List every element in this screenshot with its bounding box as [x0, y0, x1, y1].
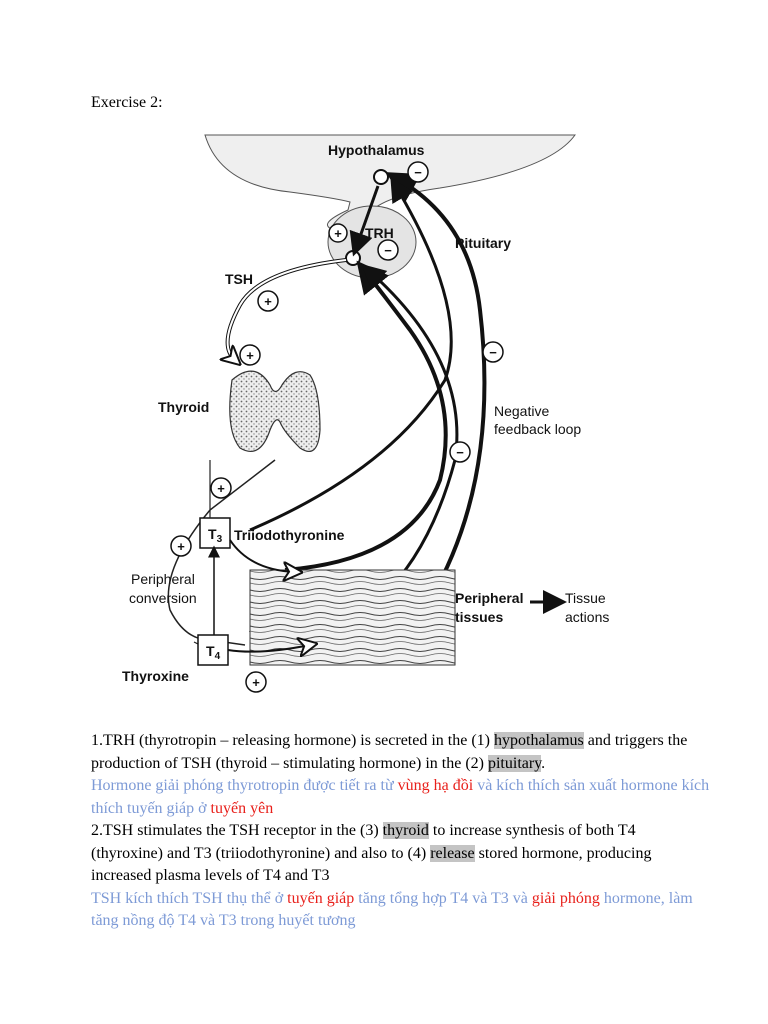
svg-text:T3: T3: [208, 526, 223, 545]
sign-minus-pituitary: −: [377, 239, 399, 261]
t4-box: [197, 634, 229, 666]
label-feedback-loop: feedback loop: [494, 421, 581, 437]
svg-text:−: −: [456, 445, 464, 460]
label-peripheral-tissues-1: Peripheral: [455, 590, 523, 606]
label-hypothalamus: Hypothalamus: [328, 142, 425, 158]
sign-plus-peripheral: +: [170, 535, 192, 557]
paragraph-1: 1.TRH (thyrotropin – releasing hormone) …: [91, 732, 688, 772]
answer-pituitary: pituitary: [487, 754, 542, 772]
label-peripheral: Peripheral: [131, 571, 195, 587]
svg-text:+: +: [217, 481, 225, 496]
exercise-heading: Exercise 2:: [91, 94, 163, 111]
label-thyroid: Thyroid: [158, 399, 209, 415]
label-pituitary: Pituitary: [455, 235, 511, 251]
svg-text:+: +: [177, 539, 185, 554]
svg-text:+: +: [264, 294, 272, 309]
feedback-loop-inner: [284, 260, 448, 572]
trh-arrow: [349, 185, 380, 257]
svg-text:T4: T4: [206, 643, 221, 662]
t4-box-label: T: [206, 643, 215, 659]
t3-box-sub: 3: [217, 534, 223, 545]
paragraph-1-vietnamese: Hormone giải phóng thyrotropin được tiết…: [91, 777, 710, 817]
svg-text:−: −: [414, 165, 422, 180]
svg-text:+: +: [334, 226, 342, 241]
sign-minus-top: −: [407, 161, 429, 183]
sign-plus-tsh: +: [257, 290, 279, 312]
thyroid-feedback-diagram: T3 T4 Hypothalamus TRH Pituitary TSH Thy…: [110, 130, 690, 710]
sign-minus-feedback-lower: −: [449, 441, 471, 463]
label-conversion: conversion: [129, 590, 197, 606]
label-trh: TRH: [365, 225, 394, 241]
label-tsh: TSH: [225, 271, 253, 287]
label-tissue-actions-1: Tissue: [565, 590, 606, 606]
t4-box-sub: 4: [215, 651, 221, 662]
label-peripheral-tissues-2: tissues: [455, 609, 503, 625]
sign-plus-thyroxine: +: [245, 671, 267, 693]
sign-plus-trh: +: [328, 223, 348, 243]
pituitary-cell: [345, 250, 361, 266]
sign-minus-feedback-upper: −: [482, 341, 504, 363]
feedback-loop-t3: [249, 177, 453, 532]
label-negative: Negative: [494, 403, 549, 419]
thyroid-gland: [229, 370, 321, 452]
hypothalamus-neuron: [373, 169, 389, 185]
answer-release: release: [430, 844, 475, 862]
diagram-svg: T3 T4 Hypothalamus TRH Pituitary TSH Thy…: [122, 134, 609, 693]
t3-box-label: T: [208, 526, 217, 542]
label-thyroxine: Thyroxine: [122, 668, 189, 684]
svg-text:+: +: [246, 348, 254, 363]
sign-plus-t3: +: [210, 477, 232, 499]
svg-text:−: −: [489, 345, 497, 360]
answer-thyroid: thyroid: [382, 822, 429, 839]
svg-text:−: −: [384, 243, 392, 258]
label-triiodothyronine: Triiodothyronine: [234, 527, 345, 543]
exercise-text: 1.TRH (thyrotropin – releasing hormone) …: [91, 730, 711, 933]
sign-plus-thyroid: +: [239, 344, 261, 366]
answer-hypothalamus: hypothalamus: [494, 732, 584, 749]
svg-text:+: +: [252, 675, 260, 690]
label-tissue-actions-2: actions: [565, 609, 609, 625]
paragraph-2: 2.TSH stimulates the TSH receptor in the…: [91, 822, 652, 884]
paragraph-2-vietnamese: TSH kích thích TSH thụ thể ở tuyến giáp …: [91, 889, 693, 930]
